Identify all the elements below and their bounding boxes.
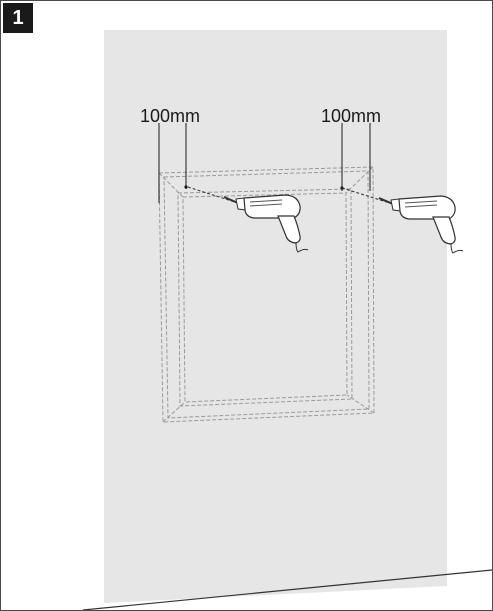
- left-drill-hole-icon: [184, 185, 188, 189]
- left-dimension-label: 100mm: [140, 106, 200, 126]
- step-number-badge: 1: [3, 3, 33, 33]
- left-dimension: [158, 123, 187, 203]
- power-drill-icon: [341, 187, 464, 254]
- right-drill-hole-icon: [340, 186, 344, 190]
- wall-panel: [104, 30, 447, 603]
- floor-line: [82, 569, 492, 610]
- right-dimension-label: 100mm: [321, 106, 381, 126]
- window-opening-outline: [158, 166, 375, 423]
- right-dimension: [341, 123, 371, 191]
- power-drill-icon: [187, 186, 309, 253]
